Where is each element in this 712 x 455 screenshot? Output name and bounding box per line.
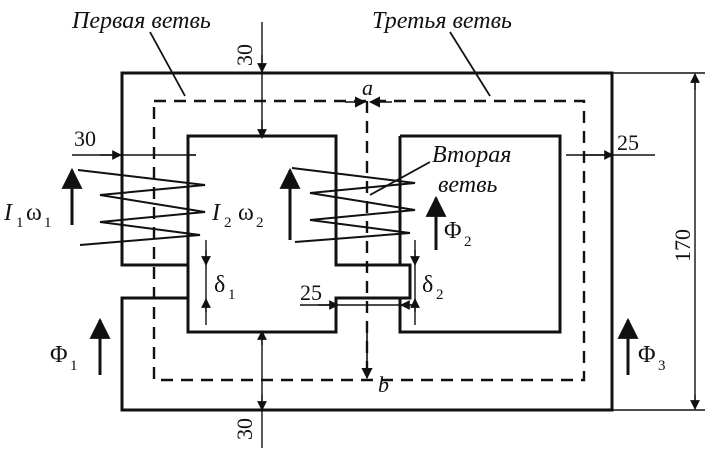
- branch3-leader: [449, 31, 491, 97]
- svg-text:δ: δ: [422, 272, 433, 298]
- svg-text:1: 1: [70, 358, 78, 374]
- dim-height-label: 170: [670, 229, 695, 262]
- svg-text:1: 1: [16, 215, 24, 231]
- svg-text:ω: ω: [26, 200, 42, 226]
- coil1-winding: [77, 169, 206, 246]
- svg-text:Φ: Φ: [444, 218, 462, 244]
- svg-text:Φ: Φ: [638, 342, 656, 368]
- dim-right-limb-label: 25: [617, 130, 639, 155]
- svg-text:δ: δ: [214, 272, 225, 298]
- branch2-label-line1: Вторая: [432, 142, 511, 168]
- flux3-label: Φ 3: [638, 342, 666, 374]
- svg-text:I: I: [3, 200, 13, 226]
- mean-path-loop: [152, 99, 586, 382]
- point-a-label: a: [362, 75, 373, 100]
- svg-text:1: 1: [44, 215, 52, 231]
- svg-text:2: 2: [224, 215, 232, 231]
- coil1-label: I 1 ω 1: [3, 200, 52, 231]
- svg-text:3: 3: [658, 358, 666, 374]
- svg-text:2: 2: [464, 234, 472, 250]
- svg-text:I: I: [211, 200, 221, 226]
- core-outer-contour: [120, 71, 614, 412]
- branch1-label: Первая ветвь: [71, 8, 211, 34]
- svg-text:2: 2: [436, 287, 444, 303]
- gap1-label: δ 1: [214, 272, 236, 303]
- dim-bottom-yoke-label: 30: [232, 418, 257, 440]
- flux2-label: Φ 2: [444, 218, 472, 250]
- branch2-label-line2: ветвь: [438, 172, 498, 198]
- gap2-label: δ 2: [422, 272, 444, 303]
- core-right-window: [336, 134, 562, 334]
- dim-left-limb-label: 30: [74, 126, 96, 151]
- dim-top-yoke-label: 30: [232, 44, 257, 66]
- svg-text:1: 1: [228, 287, 236, 303]
- branch3-label: Третья ветвь: [372, 8, 512, 34]
- flux1-label: Φ 1: [50, 342, 78, 374]
- point-b-label: b: [378, 372, 389, 397]
- coil2-label: I 2 ω 2: [211, 200, 264, 231]
- svg-text:ω: ω: [238, 200, 254, 226]
- svg-text:2: 2: [256, 215, 264, 231]
- dim-middle-limb-label: 25: [300, 280, 322, 305]
- coil2-winding: [291, 167, 416, 243]
- branch1-leader: [149, 31, 186, 97]
- svg-text:Φ: Φ: [50, 342, 68, 368]
- core-left-window: [186, 134, 412, 334]
- branch2-leader: [369, 161, 431, 196]
